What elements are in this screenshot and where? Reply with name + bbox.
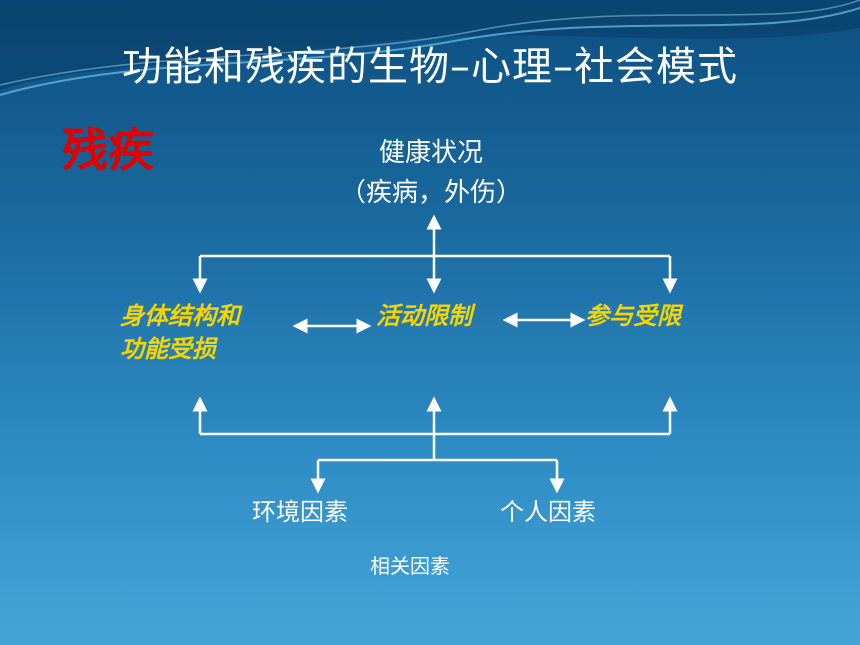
slide-title: 功能和残疾的生物–心理–社会模式 [122,44,738,90]
body-function-node: 身体结构和 功能受损 [120,300,240,366]
body-function-line2: 功能受损 [120,335,216,363]
decorative-swoosh [0,0,860,96]
activity-limitation-node: 活动限制 [376,302,472,330]
environmental-factors-node: 环境因素 [252,498,348,526]
participation-restriction-node: 参与受限 [585,302,681,330]
health-condition-subtitle: （疾病，外伤） [339,178,522,208]
related-factors-label: 相关因素 [370,554,450,578]
personal-factors-node: 个人因素 [500,498,596,526]
health-condition-node: 健康状况 [378,138,483,168]
body-function-line1: 身体结构和 [120,302,240,330]
disability-label: 残疾 [62,123,154,177]
